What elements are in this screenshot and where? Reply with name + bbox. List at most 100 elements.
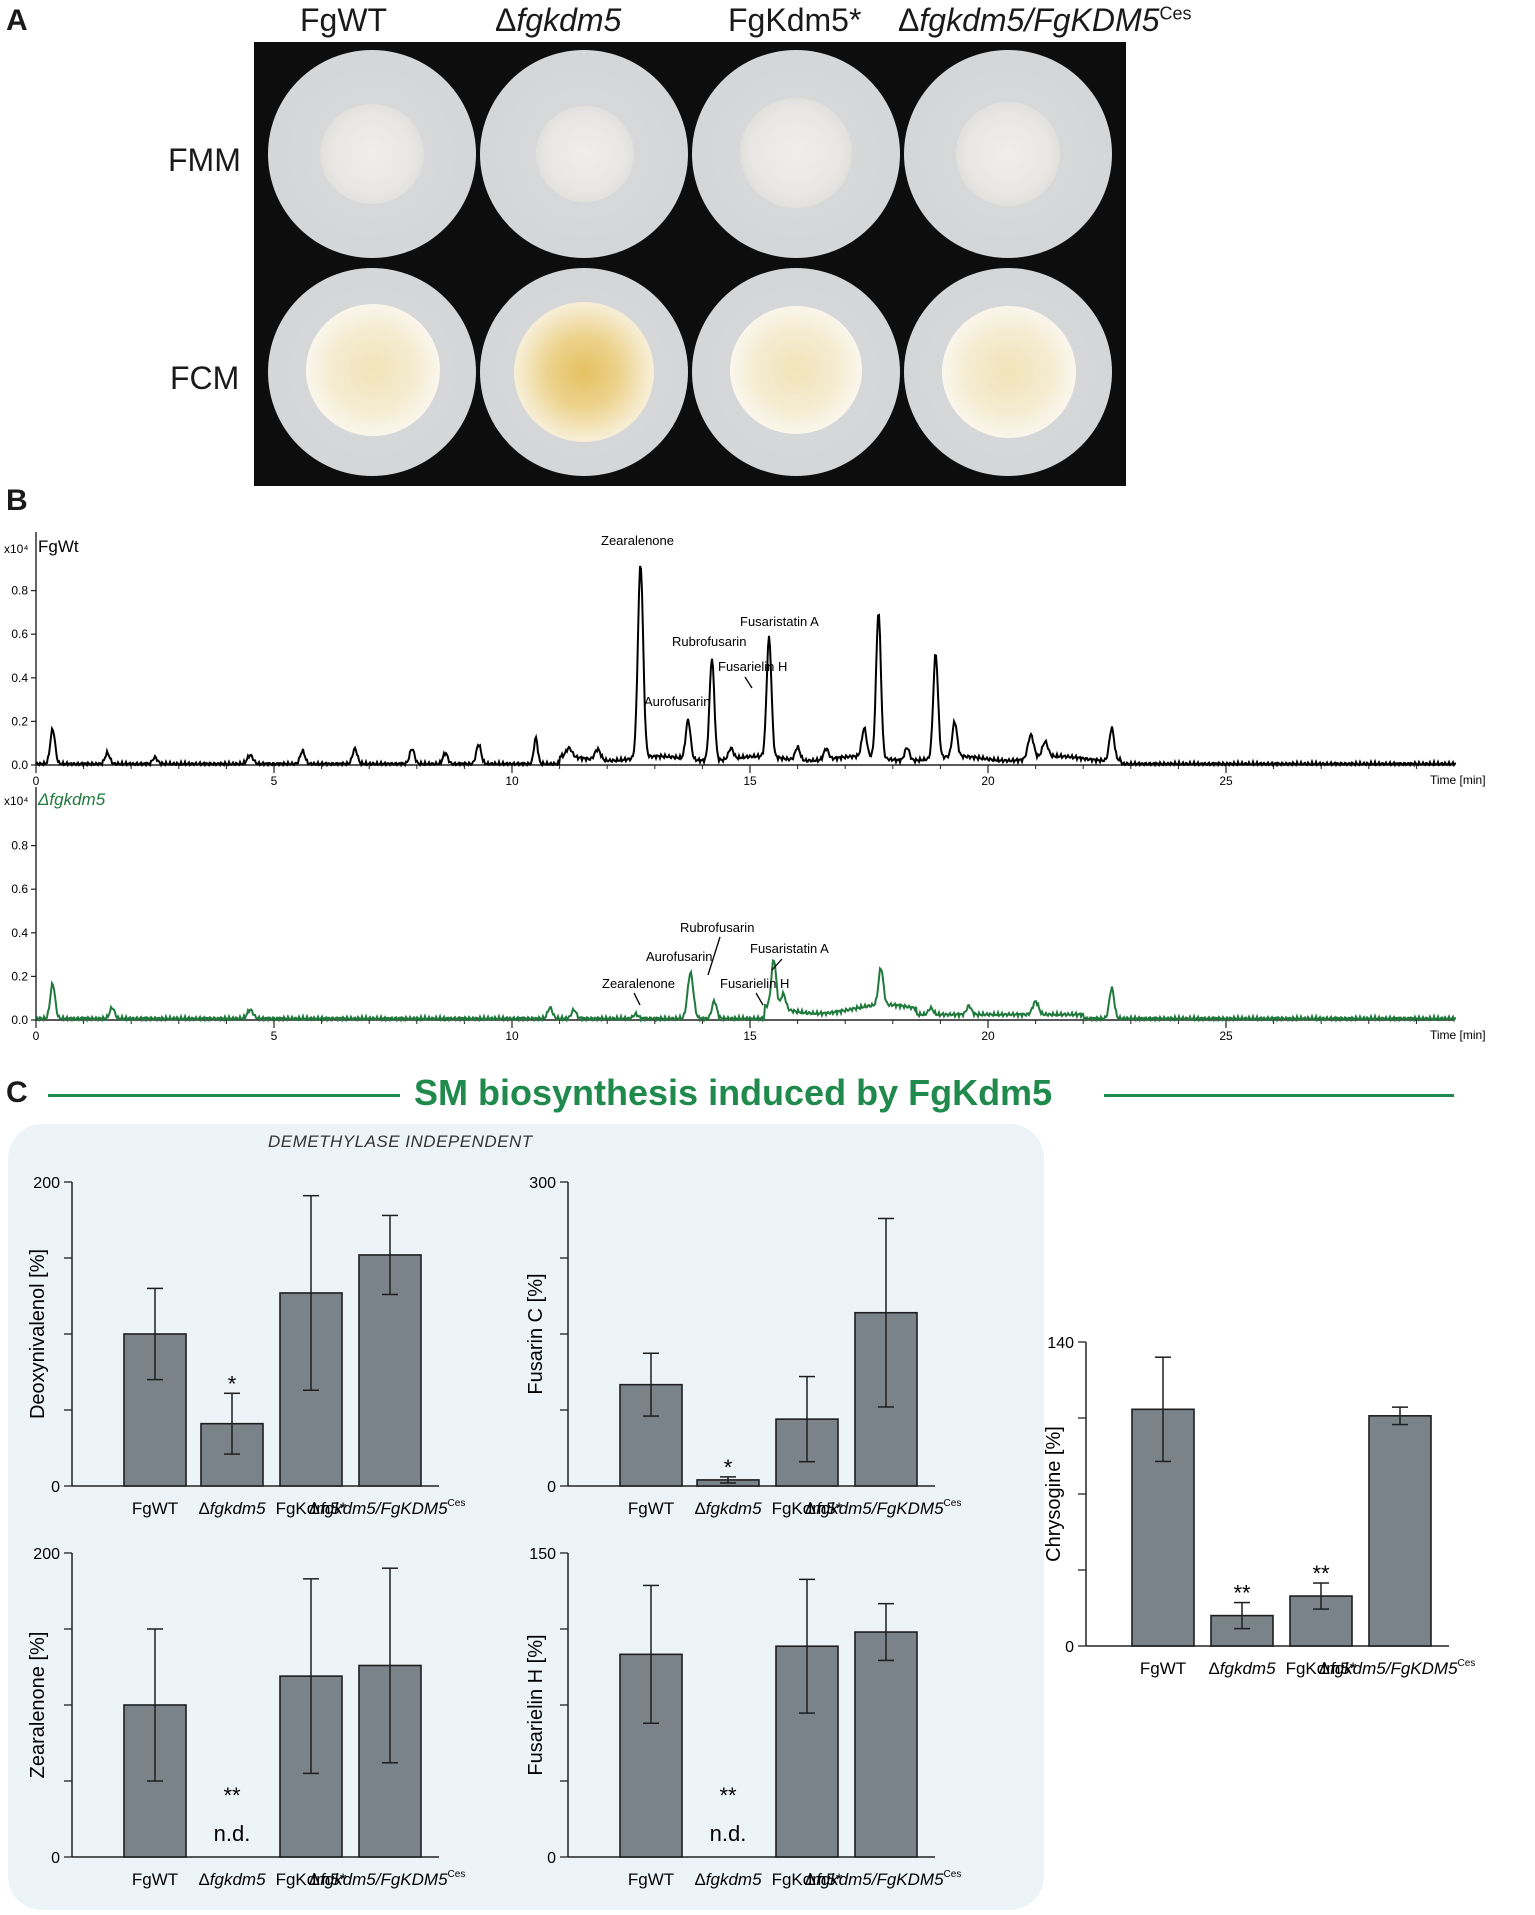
y-tick-label: 0.8 (11, 584, 28, 598)
significance-label: ** (1233, 1581, 1251, 1606)
strain-title-2: Δfgkdm5 (495, 2, 622, 38)
category-label: FgKdm5* (276, 1499, 347, 1518)
peak-label-rubrofusarin-2: Rubrofusarin (680, 920, 754, 935)
peak-label-rubrofusarin: Rubrofusarin (672, 634, 746, 649)
peak-label-fusaristatin-a: Fusaristatin A (740, 614, 819, 629)
y-tick-label: 0.6 (11, 882, 28, 896)
y-tick-label: 0 (547, 1479, 556, 1496)
peak-pointer (755, 992, 764, 1006)
plate-fmm-complement (904, 50, 1112, 258)
chromatogram-panel: x10⁴ FgWt 0.0 0.2 0.4 0.6 0.8 0 5 10 15 20 25 Zea… (4, 532, 1486, 1043)
plate-fcm-complement (904, 268, 1112, 476)
not-detected-label: n.d. (710, 1821, 747, 1846)
x-tick-label: 25 (1219, 1029, 1233, 1043)
trace2-xlabel: Time [min] (1430, 1028, 1486, 1042)
significance-label: ** (1312, 1561, 1330, 1586)
x-tick-label: 20 (981, 774, 995, 788)
y-tick-label: 0 (1065, 1639, 1074, 1656)
category-label: FgWT (1140, 1659, 1186, 1678)
plate-fmm-fgwt (268, 50, 476, 258)
trace1-name: FgWt (38, 537, 79, 556)
significance-label: ** (719, 1783, 737, 1808)
strain-title-4: Δfgkdm5/FgKDM5Ces (898, 2, 1192, 38)
not-detected-label: n.d. (214, 1821, 251, 1846)
y-tick-label: 300 (529, 1175, 556, 1192)
panel-a-letter: A (6, 4, 28, 37)
x-tick-label: 0 (33, 774, 40, 788)
peak-label-zearalenone-2: Zearalenone (602, 976, 675, 991)
x-tick-label: 5 (271, 774, 278, 788)
peak-label-aurofusarin: Aurofusarin (644, 694, 710, 709)
y-axis-label: Fusarin C [%] (525, 1273, 547, 1394)
group-label: DEMETHYLASE INDEPENDENT (268, 1132, 533, 1151)
significance-label: * (228, 1371, 237, 1396)
peak-label-fusaristatin-a-2: Fusaristatin A (750, 941, 829, 956)
peak-label-fusarielin-h: Fusarielin H (718, 659, 787, 674)
category-label: FgWT (132, 1870, 178, 1889)
title-rule-left (48, 1094, 400, 1097)
trace2-line (35, 958, 1457, 1023)
strain-title-1: FgWT (300, 2, 388, 38)
significance-label: * (724, 1455, 733, 1480)
plate-fcm-fgwt (268, 268, 476, 476)
y-tick-label: 150 (529, 1546, 556, 1563)
category-label: Δfgkdm5 (198, 1870, 266, 1889)
x-tick-label: 15 (743, 1029, 757, 1043)
trace2-name: Δfgkdm5 (37, 790, 106, 809)
section-title: SM biosynthesis induced by FgKdm5 (414, 1072, 1053, 1113)
y-tick-label: 0.0 (11, 1013, 28, 1027)
trace2-yunit: x10⁴ (4, 794, 29, 808)
plate-fmm-fgkdm5star (692, 50, 900, 258)
category-label: FgWT (132, 1499, 178, 1518)
y-axis-label: Fusarielin H [%] (525, 1634, 547, 1775)
category-label: FgKdm5* (772, 1499, 843, 1518)
title-rule-right (1104, 1094, 1454, 1097)
peak-label-zearalenone: Zearalenone (601, 533, 674, 548)
category-label: Δfgkdm5 (694, 1870, 762, 1889)
category-label: Δfgkdm5 (1208, 1659, 1276, 1678)
peak-pointer (744, 676, 753, 689)
significance-label: ** (223, 1783, 241, 1808)
bar (1368, 1415, 1432, 1647)
y-tick-label: 200 (33, 1175, 60, 1192)
strain-title-3: FgKdm5* (728, 2, 862, 38)
x-tick-label: 0 (33, 1029, 40, 1043)
x-tick-label: 5 (271, 1029, 278, 1043)
category-label: Δfgkdm5/FgKDM5Ces (1319, 1658, 1476, 1678)
y-tick-label: 140 (1047, 1335, 1074, 1352)
trace1-yunit: x10⁴ (4, 542, 29, 556)
y-axis-label: Deoxynivalenol [%] (27, 1249, 49, 1419)
category-label: Δfgkdm5/FgKDM5Ces (805, 1498, 962, 1518)
y-tick-label: 0.0 (11, 758, 28, 772)
peak-label-fusarielin-h-2: Fusarielin H (720, 976, 789, 991)
x-tick-label: 25 (1219, 774, 1233, 788)
x-tick-label: 20 (981, 1029, 995, 1043)
row-label-fcm: FCM (170, 360, 240, 396)
y-axis-label: Zearalenone [%] (27, 1632, 49, 1779)
category-label: Δfgkdm5/FgKDM5Ces (309, 1498, 466, 1518)
category-label: FgWT (628, 1870, 674, 1889)
y-tick-label: 0.4 (11, 671, 28, 685)
plate-fcm-fgkdm5star (692, 268, 900, 476)
y-axis-label: Chrysogine [%] (1043, 1426, 1065, 1562)
y-tick-label: 0.2 (11, 714, 28, 728)
category-label: Δfgkdm5/FgKDM5Ces (805, 1869, 962, 1889)
y-tick-label: 0.4 (11, 926, 28, 940)
bar (854, 1631, 918, 1858)
category-label: FgKdm5* (772, 1870, 843, 1889)
y-tick-label: 0 (51, 1850, 60, 1867)
trace1-line (35, 565, 1457, 768)
plate-fmm-dfgkdm5 (480, 50, 688, 258)
panel-b-letter: B (6, 484, 28, 517)
peak-pointer (633, 992, 641, 1006)
y-tick-label: 0 (547, 1850, 556, 1867)
category-label: Δfgkdm5/FgKDM5Ces (309, 1869, 466, 1889)
x-tick-label: 10 (505, 1029, 519, 1043)
y-tick-label: 0.6 (11, 627, 28, 641)
row-label-fmm: FMM (168, 142, 241, 178)
